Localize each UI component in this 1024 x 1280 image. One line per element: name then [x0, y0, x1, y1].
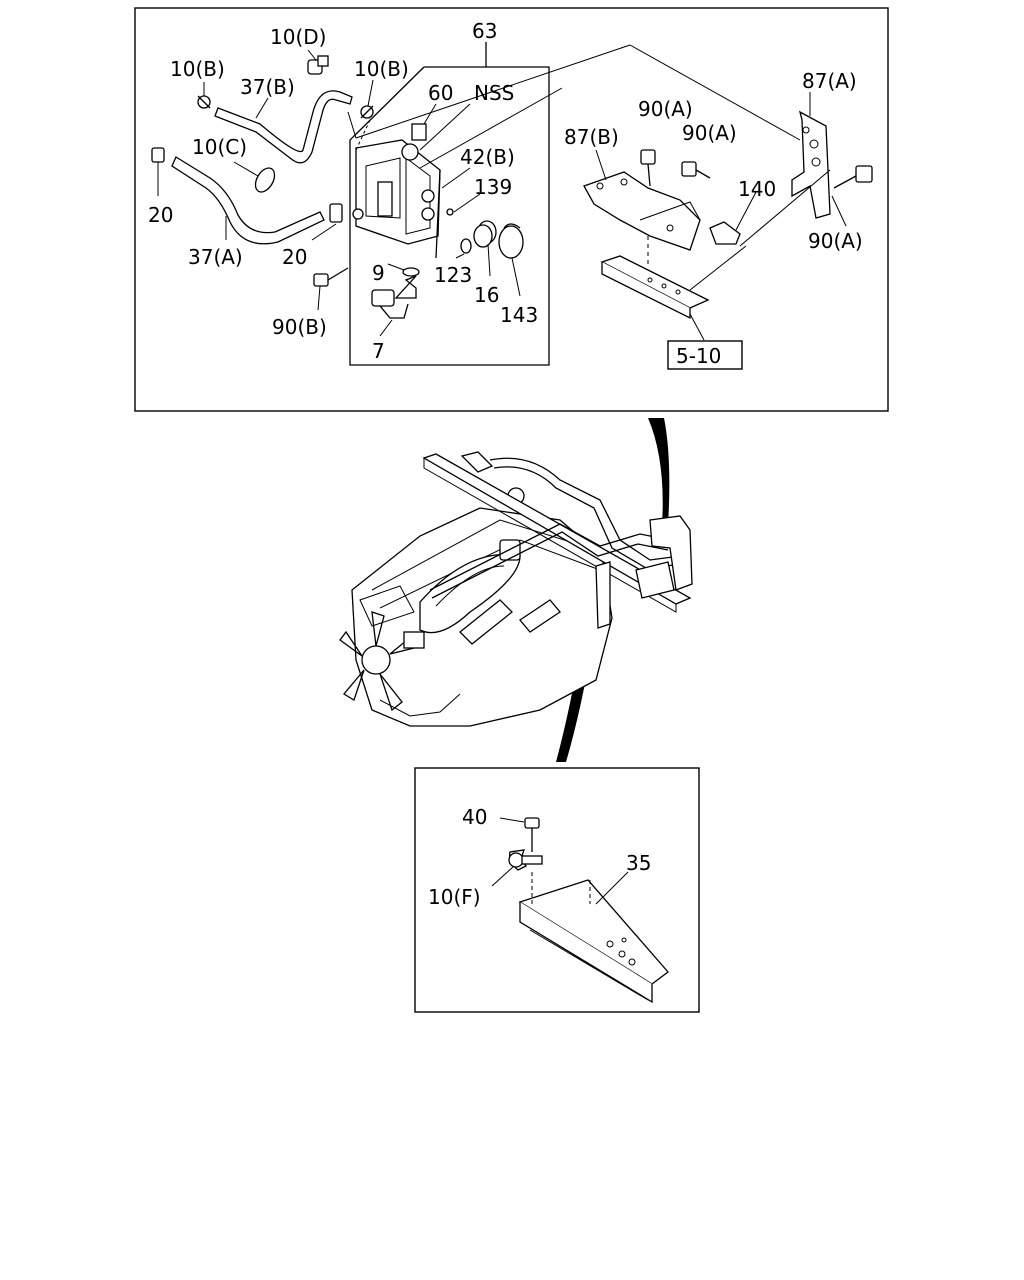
clamp-10b-right	[360, 105, 374, 119]
washer-123	[460, 238, 472, 254]
clamp-10b-left	[197, 95, 211, 109]
callout-87b: 87(B)	[564, 125, 619, 149]
top-detail-frame	[134, 7, 889, 412]
bolt-90a-3	[833, 165, 873, 189]
callout-9: 9	[372, 261, 385, 285]
bolt-90a-1	[640, 149, 656, 187]
bolt-90a-2	[681, 161, 711, 179]
clamp-10c	[254, 167, 276, 193]
callout-90a-1: 90(A)	[638, 97, 693, 121]
hose-37a	[171, 156, 325, 245]
callout-63: 63	[472, 19, 497, 43]
callout-10d: 10(D)	[270, 25, 326, 49]
callout-139: 139	[474, 175, 512, 199]
engine-illustration	[339, 451, 693, 727]
callout-90a-3: 90(A)	[808, 229, 863, 253]
callout-20-right: 20	[282, 245, 307, 269]
callout-42b: 42(B)	[460, 145, 515, 169]
callout-10b-right: 10(B)	[354, 57, 409, 81]
cap-16	[473, 220, 497, 248]
reference-5-10[interactable]: 5-10	[676, 344, 721, 368]
sensor-7	[371, 275, 417, 319]
connector-band-upper	[648, 418, 670, 526]
callout-35: 35	[626, 851, 651, 875]
callout-20-left: 20	[148, 203, 173, 227]
callout-87a: 87(A)	[802, 69, 857, 93]
callout-10b-left: 10(B)	[170, 57, 225, 81]
callout-60: 60	[428, 81, 453, 105]
plug-60	[411, 123, 427, 141]
clamp-10d	[307, 55, 329, 75]
clamp-20-right	[329, 203, 343, 223]
callout-123: 123	[434, 263, 472, 287]
part-140	[709, 221, 741, 245]
callout-140: 140	[738, 177, 776, 201]
callout-16: 16	[474, 283, 499, 307]
callout-40: 40	[462, 805, 487, 829]
callout-37b: 37(B)	[240, 75, 295, 99]
callout-90b: 90(B)	[272, 315, 327, 339]
bracket-87a	[791, 110, 831, 219]
rod-42b	[435, 169, 441, 259]
callout-nss: NSS	[474, 81, 514, 105]
clamp-20-left	[151, 147, 165, 163]
frame-rail-upper	[600, 255, 710, 320]
bottom-detail-frame	[414, 767, 700, 1013]
top-leader-lines	[157, 44, 847, 341]
callout-7: 7	[372, 339, 385, 363]
bolt-90b	[313, 267, 349, 287]
callout-90a-2: 90(A)	[682, 121, 737, 145]
gasket-9	[402, 267, 420, 277]
cover-143	[498, 223, 524, 259]
group-63-box	[349, 66, 550, 366]
bottom-detail-parts	[491, 817, 669, 1004]
hose-37b	[214, 90, 353, 164]
filter-assembly	[352, 139, 441, 245]
part-139	[446, 208, 454, 216]
bracket-87b	[583, 171, 701, 251]
reference-box-5-10	[667, 340, 743, 370]
callout-10f: 10(F)	[428, 885, 481, 909]
callout-143: 143	[500, 303, 538, 327]
callout-10c: 10(C)	[192, 135, 247, 159]
callout-37a: 37(A)	[188, 245, 243, 269]
